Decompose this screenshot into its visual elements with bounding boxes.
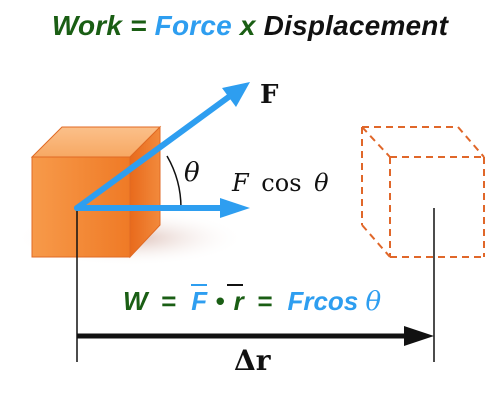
- formula-w: W: [123, 286, 150, 316]
- angle-label: θ: [184, 158, 200, 188]
- force-label: F: [260, 80, 279, 110]
- angle-arc: [166, 155, 182, 209]
- component-label-theta: θ: [314, 169, 329, 197]
- formula-theta: θ: [366, 287, 382, 317]
- title-force: Force: [154, 10, 232, 41]
- displacement-arrow: [77, 326, 434, 346]
- diagram-title: Work = Force x Displacement: [0, 10, 500, 42]
- component-label-f: F: [231, 169, 250, 197]
- displacement-label: Δr: [234, 344, 272, 377]
- title-work: Work: [51, 10, 123, 41]
- dashed-box: [361, 126, 485, 258]
- component-label: F cos θ: [231, 169, 329, 197]
- title-displacement: Displacement: [263, 10, 449, 41]
- work-formula: W = F • r = Frcos θ: [123, 286, 382, 317]
- formula-dot: •: [215, 286, 224, 316]
- force-vector: [74, 82, 250, 211]
- formula-eq1: =: [161, 286, 176, 316]
- title-equals: =: [130, 10, 147, 41]
- formula-eq2: =: [257, 286, 272, 316]
- formula-r: r: [234, 286, 246, 316]
- force-component-vector: [74, 198, 250, 218]
- component-label-cos: cos: [261, 169, 301, 197]
- title-times: x: [239, 10, 256, 41]
- formula-f: F: [191, 286, 208, 316]
- formula-frcos: Frcos: [287, 286, 358, 316]
